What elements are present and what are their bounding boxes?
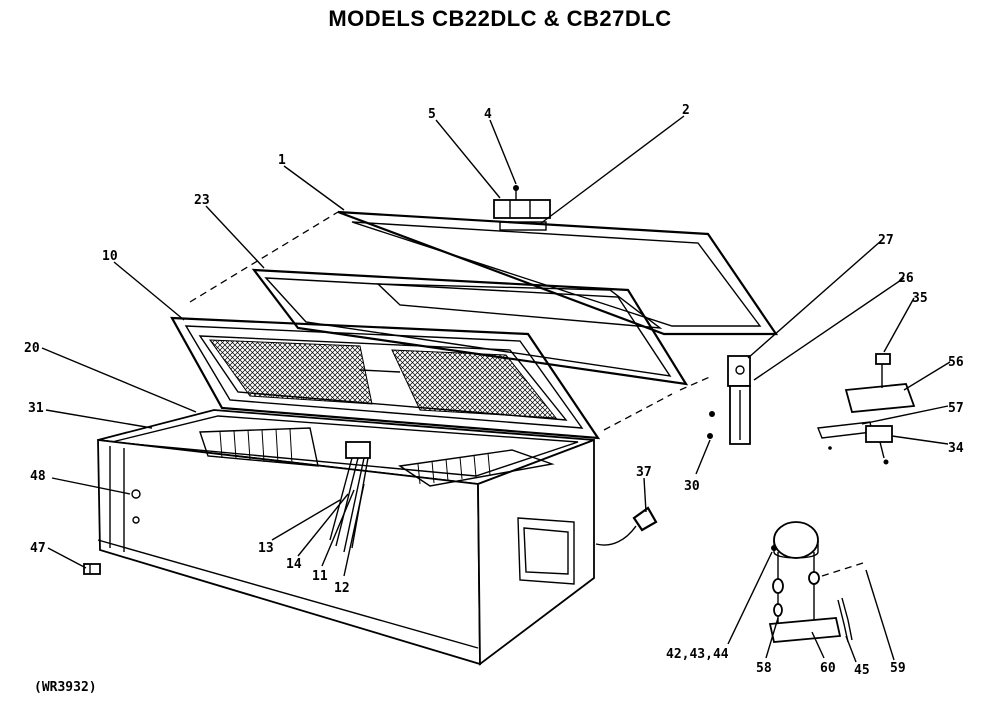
callout-11: 11	[312, 569, 328, 584]
relay-assembly	[817, 353, 916, 465]
lid-gasket	[251, 268, 689, 386]
callout-4: 4	[484, 107, 492, 122]
callout-10: 10	[102, 249, 118, 264]
callout-42-43-44: 42,43,44	[666, 647, 729, 662]
leveling-foot	[83, 563, 101, 575]
callout-2: 2	[682, 103, 690, 118]
callout-12: 12	[334, 581, 350, 596]
hinge-assembly	[707, 355, 751, 445]
callout-60: 60	[820, 661, 836, 676]
outer-lid	[337, 210, 779, 336]
compressor-assembly	[768, 521, 867, 643]
callout-59: 59	[890, 661, 906, 676]
lid-hinge-bracket	[493, 185, 551, 231]
callout-31: 31	[28, 401, 44, 416]
callout-13: 13	[258, 541, 274, 556]
callout-47: 47	[30, 541, 46, 556]
callout-34: 34	[948, 441, 964, 456]
callout-23: 23	[194, 193, 210, 208]
callout-14: 14	[286, 557, 302, 572]
callout-45: 45	[854, 663, 870, 678]
callout-57: 57	[948, 401, 964, 416]
callout-35: 35	[912, 291, 928, 306]
callout-37: 37	[636, 465, 652, 480]
callout-56: 56	[948, 355, 964, 370]
assembly-guide-lines	[189, 211, 713, 431]
inner-lid-panel	[170, 316, 601, 440]
power-cord	[595, 506, 658, 546]
callout-5: 5	[428, 107, 436, 122]
callout-27: 27	[878, 233, 894, 248]
cabinet-body	[97, 409, 595, 666]
callout-20: 20	[24, 341, 40, 356]
callout-26: 26	[898, 271, 914, 286]
diagram-reference-code: (WR3932)	[34, 680, 97, 695]
callout-48: 48	[30, 469, 46, 484]
callout-58: 58	[756, 661, 772, 676]
callout-30: 30	[684, 479, 700, 494]
diagram-title: MODELS CB22DLC & CB27DLC	[328, 6, 672, 31]
callout-1: 1	[278, 153, 286, 168]
leader-lines	[41, 115, 951, 663]
